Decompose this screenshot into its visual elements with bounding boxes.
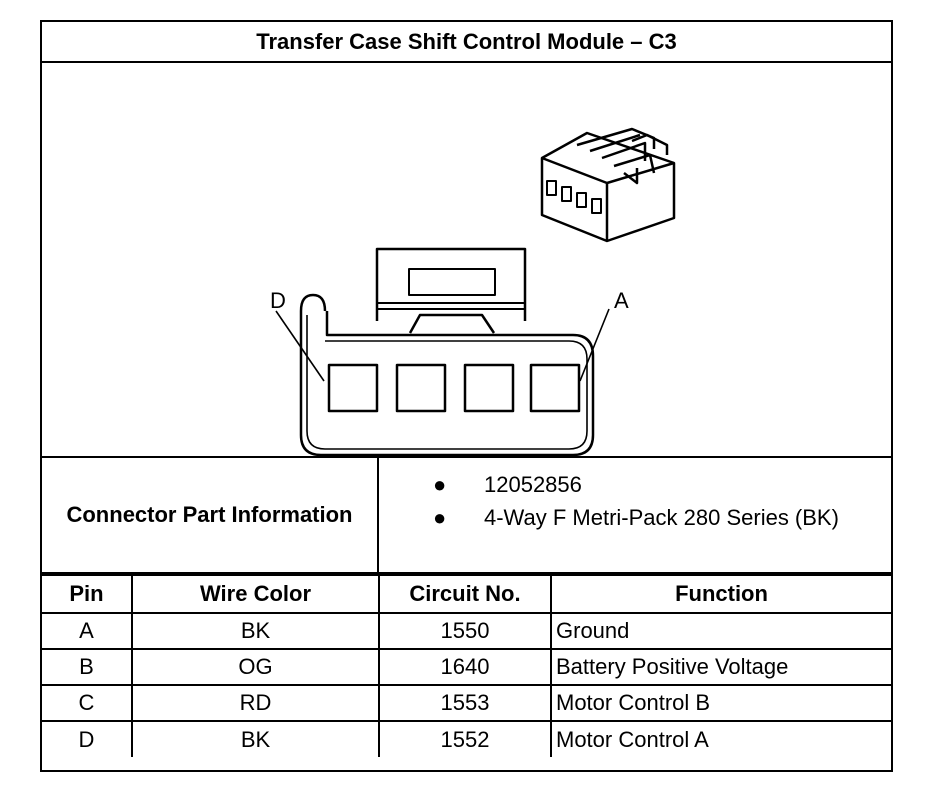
wire-color-cell: BK: [131, 720, 380, 757]
table-row: C RD 1553 Motor Control B: [42, 684, 891, 722]
wire-color-cell: RD: [131, 684, 380, 722]
bullet-icon: ●: [433, 505, 447, 530]
table-row: A BK 1550 Ground: [42, 612, 891, 650]
connector-drawing: D A: [42, 63, 891, 458]
isometric-connector-icon: [540, 127, 676, 243]
part-number-item: ● 12052856: [379, 468, 839, 501]
connector-part-info-list: ● 12052856 ● 4-Way F Metri-Pack 280 Series…: [379, 468, 839, 534]
connector-series: 4-Way F Metri-Pack 280 Series (BK): [484, 505, 839, 530]
function-cell: Ground: [550, 612, 891, 650]
circuit-cell: 1552: [378, 720, 552, 757]
pin-cell: C: [42, 684, 133, 722]
header-wire-color: Wire Color: [131, 574, 380, 614]
table-row: D BK 1552 Motor Control A: [42, 720, 891, 757]
header-pin: Pin: [42, 574, 133, 614]
leader-line-a: [579, 308, 610, 382]
diagram-title: Transfer Case Shift Control Module – C3: [42, 22, 891, 63]
header-function: Function: [550, 574, 891, 614]
pin-cell: D: [42, 720, 133, 757]
pin-cell: A: [42, 612, 133, 650]
circuit-cell: 1640: [378, 648, 552, 686]
pin-table: Pin Wire Color Circuit No. Function A BK…: [42, 574, 891, 757]
connector-diagram-frame: Transfer Case Shift Control Module – C3: [40, 20, 893, 772]
wire-color-cell: BK: [131, 612, 380, 650]
part-number: 12052856: [484, 472, 582, 497]
bullet-icon: ●: [433, 472, 447, 497]
table-header-row: Pin Wire Color Circuit No. Function: [42, 574, 891, 614]
header-circuit-no: Circuit No.: [378, 574, 552, 614]
pin-label-d: D: [270, 288, 286, 313]
function-cell: Motor Control B: [550, 684, 891, 722]
pin-label-a: A: [614, 288, 629, 313]
connector-series-item: ● 4-Way F Metri-Pack 280 Series (BK): [379, 501, 839, 534]
circuit-cell: 1553: [378, 684, 552, 722]
connector-illustration: D A: [270, 127, 676, 457]
pin-cell: B: [42, 648, 133, 686]
wire-color-cell: OG: [131, 648, 380, 686]
circuit-cell: 1550: [378, 612, 552, 650]
connector-face-view: [275, 247, 610, 457]
function-cell: Battery Positive Voltage: [550, 648, 891, 686]
connector-part-info-label: Connector Part Information: [42, 458, 379, 572]
leader-line-d: [275, 310, 325, 382]
table-row: B OG 1640 Battery Positive Voltage: [42, 648, 891, 686]
function-cell: Motor Control A: [550, 720, 891, 757]
connector-part-info-row: Connector Part Information ● 12052856 ● 4-…: [42, 458, 891, 574]
